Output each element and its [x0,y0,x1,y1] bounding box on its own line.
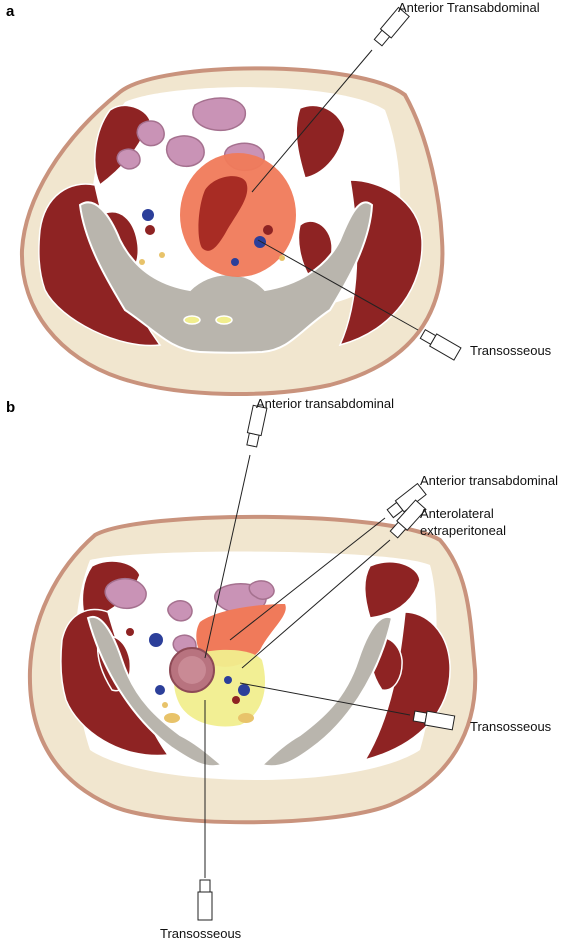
panel-b-needle-anterolateral-hub [389,499,427,539]
panel-b-letter: b [6,399,15,416]
panel-a-label-transosseous: Transosseous [470,343,552,358]
panel-a-tumor-core [198,176,248,251]
panel-a-bowel-4 [116,148,141,170]
panel-b-nerve-right [238,713,254,723]
panel-b-nerve-left [164,713,180,723]
panel-b-nerve-1 [162,702,168,708]
panel-a-nerve-1 [159,252,165,258]
panel-a-bowel-3 [165,135,205,168]
panel-b-bowel-1 [104,577,147,610]
panel-b-vessel-1 [149,633,163,647]
panel-a-nerve-2 [139,259,145,265]
panel-b-vessel-3 [224,676,232,684]
panel-b-vessel-4 [238,684,250,696]
panel-b-label-anterolateral-2: extraperitoneal [420,523,506,538]
panel-a-nerve-3 [279,255,285,261]
panel-a-tumor [180,153,296,277]
panel-b-needle-anterolateral [241,539,391,669]
panel-b-bowel-2 [167,600,193,622]
panel-b-label-transosseous-bottom: Transosseous [160,926,242,941]
panel-b-label-anterior-2: Anterior transabdominal [420,473,558,488]
panel-a-label-anterior: Anterior Transabdominal [398,0,540,15]
panel-a-bowel-2 [192,97,246,132]
panel-b-needle-anterior-1-hub [246,404,268,448]
panel-b-needle-transosseous-bottom-hub [197,879,213,921]
panel-a-right-rectus [295,104,346,179]
panel-a-pelvic-bone [78,201,374,354]
panel-a-vessel-5 [231,258,239,266]
panel-b-vessel-2 [155,685,165,695]
panel-b-rectum-lumen [178,656,206,684]
panel-a-sacral-foramen-right [215,315,233,325]
panel-b-needle-anterior-1 [204,454,251,659]
panel-a-vessel-4 [263,225,273,235]
panel-b-needle-anterior-2-hub [386,482,427,519]
panel-a-needle-anterior-hub [373,6,410,47]
panel-b-needle-transosseous-right [239,682,411,716]
panel-a-letter: a [6,3,15,20]
panel-b-label-anterior-1: Anterior transabdominal [256,396,394,411]
panel-b-pelvic-bone-right [259,615,394,768]
panel-b-label-transosseous-right: Transosseous [470,719,552,734]
panel-a-vessel-1 [142,209,154,221]
panel-b: b [6,396,558,941]
panel-b-vessel-5 [232,696,240,704]
panel-b-pelvic-bone [86,615,225,768]
panel-a-vessel-2 [145,225,155,235]
panel-a-bowel-1 [136,120,165,147]
panel-b-bowel-4 [248,580,275,600]
panel-a-needle-anterior [251,49,373,193]
panel-a-needle-transosseous-hub [419,328,462,361]
panel-b-needle-transosseous-right-hub [412,710,456,731]
panel-a: a [6,0,552,396]
panel-a-vessel-3 [254,236,266,248]
panel-b-label-anterolateral-1: Anterolateral [420,506,494,521]
panel-a-needle-transosseous [257,239,419,331]
panel-a-sacral-foramen-left [183,315,201,325]
panel-b-right-rectus [364,561,421,619]
panel-b-needle-anterior-2 [229,517,386,641]
panel-b-vessel-6 [126,628,134,636]
